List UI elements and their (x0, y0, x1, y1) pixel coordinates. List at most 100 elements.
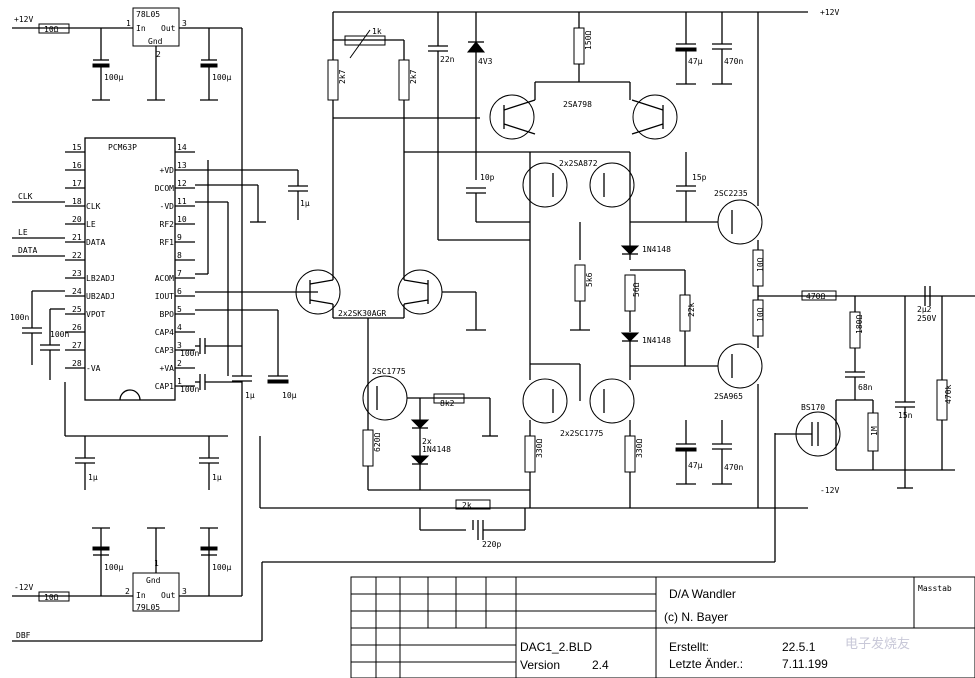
svg-text:Gnd: Gnd (146, 576, 161, 585)
svg-text:100n: 100n (180, 385, 199, 394)
chip-pin-name: LB2ADJ (86, 274, 115, 283)
svg-text:In: In (136, 591, 146, 600)
created-label: Erstellt: (669, 640, 709, 654)
svg-text:470Ω: 470Ω (806, 292, 825, 301)
chip-pin-number: 24 (72, 287, 82, 296)
svg-text:1: 1 (126, 19, 131, 28)
changed-value: 7.11.199 (782, 657, 828, 671)
2sc1775-pair: 2x2SC1775 330Ω 330Ω 47μ 470n (522, 240, 743, 508)
regulator-top-section: +12V 10Ω 78L05 In Out Gnd 1 3 2 100μ 100… (12, 7, 242, 101)
svg-text:22k: 22k (687, 302, 696, 317)
chip-left-pins: 15161718CLK20LE21DATA2223LB2ADJ24UB2ADJ2… (65, 143, 115, 373)
svg-text:2: 2 (156, 50, 161, 59)
svg-text:47μ: 47μ (688, 461, 703, 470)
svg-text:2SA798: 2SA798 (563, 100, 592, 109)
svg-text:100μ: 100μ (212, 563, 231, 572)
chip-pin-number: 2 (177, 359, 182, 368)
svg-text:100μ: 100μ (212, 73, 231, 82)
chip-pin-number: 22 (72, 251, 82, 260)
chip-pin-number: 5 (177, 305, 182, 314)
svg-text:2k7: 2k7 (409, 69, 418, 84)
chip-pin-number: 16 (72, 161, 82, 170)
svg-text:2μ2: 2μ2 (917, 305, 932, 314)
svg-text:2x2SC1775: 2x2SC1775 (560, 429, 604, 438)
label-minus12v-left: -12V (14, 583, 33, 592)
chip-pin-number: 1 (177, 377, 182, 386)
svg-text:470k: 470k (944, 385, 953, 404)
chip-pin-number: 23 (72, 269, 82, 278)
svg-text:47μ: 47μ (688, 57, 703, 66)
chip-pin-number: 21 (72, 233, 82, 242)
chip-pin-number: 11 (177, 197, 187, 206)
svg-text:3: 3 (182, 587, 187, 596)
chip-pin-number: 25 (72, 305, 82, 314)
chip-pin-number: 20 (72, 215, 82, 224)
chip-pin-name: -VA (86, 364, 101, 373)
svg-text:1N4148: 1N4148 (422, 445, 451, 454)
chip-pin-number: 7 (177, 269, 182, 278)
chip-pin-name: VPOT (86, 310, 105, 319)
svg-text:1μ: 1μ (212, 473, 222, 482)
chip-pin-name: +VD (160, 166, 175, 175)
svg-text:Gnd: Gnd (148, 37, 163, 46)
label-plus12v-left: +12V (14, 15, 33, 24)
chip-pin-name: BPO (160, 310, 175, 319)
chip-pin-name: +VA (160, 364, 175, 373)
svg-text:1N4148: 1N4148 (642, 336, 671, 345)
chip-pin-number: 9 (177, 233, 182, 242)
label-79l05: 79L05 (136, 603, 160, 612)
changed-label: Letzte Änder.: (669, 657, 743, 671)
svg-text:2SC1775: 2SC1775 (372, 367, 406, 376)
chip-pin-name: CAP1 (155, 382, 174, 391)
chip-pin-number: 28 (72, 359, 82, 368)
svg-text:100n: 100n (10, 313, 29, 322)
svg-text:10p: 10p (480, 173, 495, 182)
chip-pin-number: 27 (72, 341, 82, 350)
chip-pin-name: DATA (86, 238, 105, 247)
chip-pin-name: ACOM (155, 274, 174, 283)
svg-text:22n: 22n (440, 55, 455, 64)
svg-text:In: In (136, 24, 146, 33)
chip-pin-number: 26 (72, 323, 82, 332)
created-value: 22.5.1 (782, 640, 816, 654)
chip-pin-name: RF2 (160, 220, 175, 229)
svg-text:1M: 1M (870, 426, 879, 436)
feedback-network: 2k 220p (419, 499, 526, 549)
svg-text:330Ω: 330Ω (535, 439, 544, 458)
2sc1775-stage: 2SC1775 620Ω 8k2 2x 1N4148 (362, 367, 530, 491)
chip-pin-number: 12 (177, 179, 187, 188)
pcm63p-chip: PCM63P 15161718CLK20LE21DATA2223LB2ADJ24… (10, 28, 318, 596)
chip-pin-name: UB2ADJ (86, 292, 115, 301)
svg-text:1k: 1k (372, 27, 382, 36)
chip-pin-name: CAP4 (155, 328, 174, 337)
chip-right-pins: 1413+VD12DCOM11-VD10RF29RF187ACOM6IOUT5B… (155, 143, 195, 391)
svg-text:10Ω: 10Ω (756, 257, 765, 272)
upper-stage: 22n 4V3 150Ω 2SA798 10p 47μ (428, 12, 743, 240)
chip-pin-name: RF1 (160, 238, 175, 247)
svg-text:100n: 100n (50, 330, 69, 339)
label-minus12v-right: -12V (820, 486, 839, 495)
chip-pin-number: 10 (177, 215, 187, 224)
svg-text:1μ: 1μ (88, 473, 98, 482)
svg-text:3: 3 (182, 19, 187, 28)
chip-pin-number: 13 (177, 161, 187, 170)
svg-text:150Ω: 150Ω (584, 31, 593, 50)
chip-pin-number: 4 (177, 323, 182, 332)
svg-text:2x2SA872: 2x2SA872 (559, 159, 598, 168)
svg-text:2SC2235: 2SC2235 (714, 189, 748, 198)
label-r10-top: 10Ω (44, 25, 59, 34)
svg-text:8k2: 8k2 (440, 399, 455, 408)
svg-text:2: 2 (125, 587, 130, 596)
svg-text:620Ω: 620Ω (373, 433, 382, 452)
svg-text:1μ: 1μ (245, 391, 255, 400)
svg-text:2x2SK30AGR: 2x2SK30AGR (338, 309, 386, 318)
chip-name: PCM63P (108, 143, 137, 152)
svg-text:68n: 68n (858, 383, 873, 392)
file-name: DAC1_2.BLD (520, 640, 592, 654)
chip-pin-number: 17 (72, 179, 82, 188)
svg-text:10Ω: 10Ω (44, 593, 59, 602)
input-stage: 1k 2k7 2k7 2x2SK30AGR (295, 12, 630, 380)
svg-text:2k: 2k (462, 501, 472, 510)
